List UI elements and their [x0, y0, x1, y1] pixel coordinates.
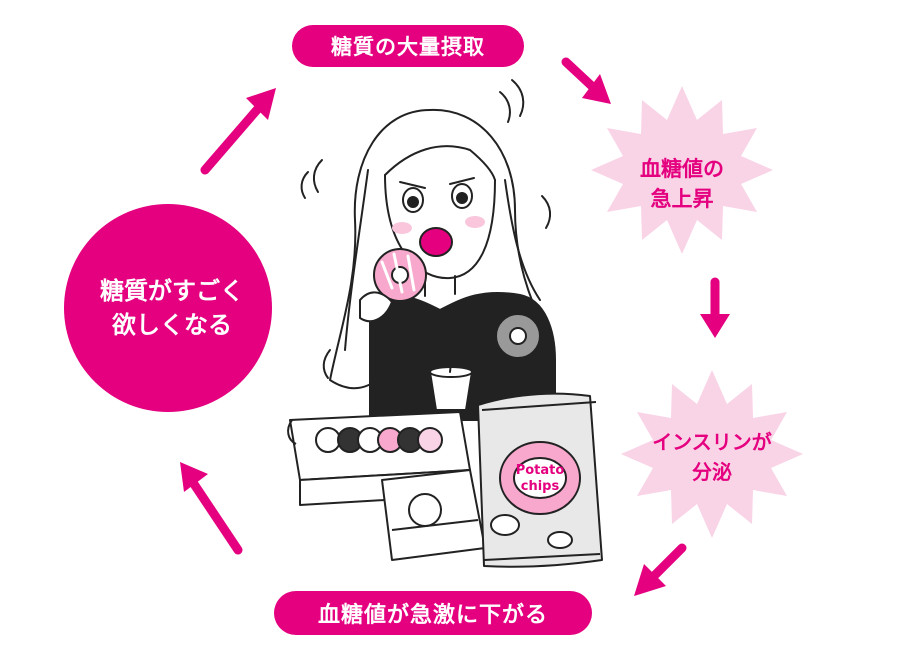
step-blood-sugar-rise-line1: 血糖値の — [640, 157, 724, 181]
starburst-blood-sugar-rise — [591, 86, 773, 254]
step-sugar-craving: 糖質がすごく 欲しくなる — [62, 218, 282, 398]
arrow-up-left-icon — [180, 462, 243, 555]
chips-bag-text-1: Potato — [516, 463, 565, 478]
motion-lines — [300, 79, 552, 379]
chips-bag-text-2: chips — [521, 479, 560, 494]
step-blood-sugar-drop-label: 血糖値が急激に下がる — [317, 603, 548, 628]
craving-circle — [64, 204, 272, 412]
step-insulin-secretion-line2: 分泌 — [692, 460, 732, 484]
step-insulin-secretion-line1: インスリンが — [652, 430, 772, 454]
chips-bag-illustration — [477, 392, 603, 568]
starburst-insulin — [621, 370, 803, 538]
arrow-down-left-icon — [634, 543, 687, 596]
woman-illustration — [329, 108, 556, 421]
step-blood-sugar-drop: 血糖値が急激に下がる — [274, 591, 592, 635]
arrow-down-right-icon — [561, 57, 611, 104]
step-sugar-craving-line1: 糖質がすごく — [100, 277, 244, 305]
step-blood-sugar-rise-line2: 急上昇 — [650, 187, 714, 211]
step-insulin-secretion: インスリンが 分泌 — [626, 408, 798, 506]
arrow-down-icon — [700, 277, 730, 338]
snack-bag-illustration — [381, 469, 486, 561]
step-sugar-intake: 糖質の大量摂取 — [292, 25, 524, 67]
step-sugar-craving-line2: 欲しくなる — [112, 311, 232, 339]
arrow-up-right-icon — [200, 88, 276, 175]
donut-box-illustration — [287, 411, 471, 506]
step-blood-sugar-rise: 血糖値の 急上昇 — [596, 135, 768, 233]
step-sugar-intake-label: 糖質の大量摂取 — [331, 35, 485, 59]
